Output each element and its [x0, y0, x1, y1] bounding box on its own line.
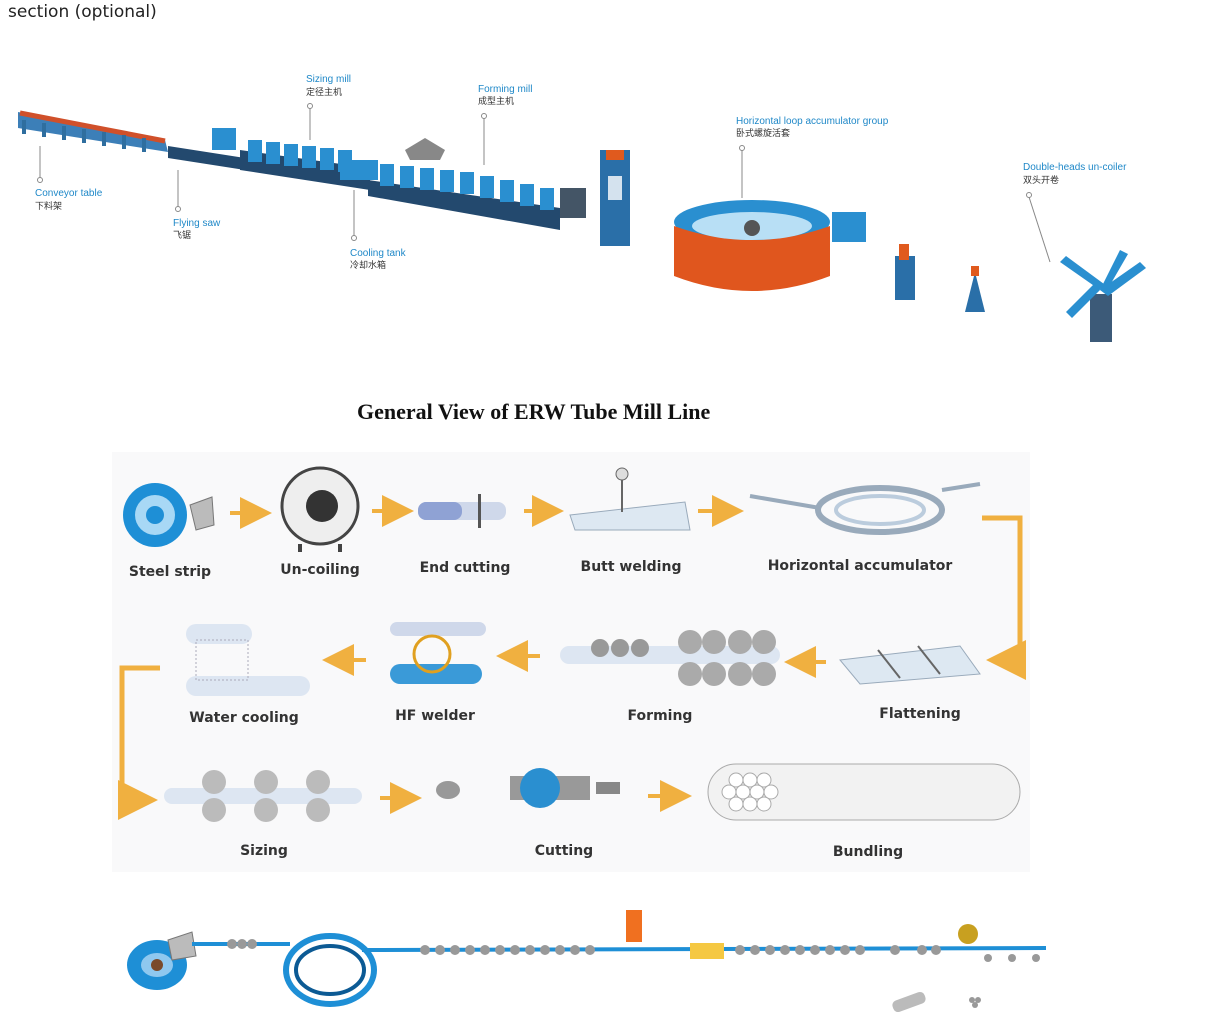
- forming-icon: [560, 630, 780, 686]
- step-forming: Forming: [628, 708, 693, 724]
- steel-strip-icon: [123, 483, 215, 547]
- callout-conveyor-table: Conveyor table: [35, 188, 103, 199]
- step-hf-welder: HF welder: [395, 708, 475, 724]
- flow-arrow-turn-right: [982, 515, 1026, 680]
- production-line-illustration: [18, 110, 1146, 342]
- step-uncoiling: Un-coiling: [280, 562, 359, 578]
- callout-loop-accumulator-cn: 卧式螺旋活套: [736, 127, 790, 139]
- flow-arrows-row3: [380, 780, 692, 814]
- hf-welder-icon: [390, 622, 486, 684]
- callout-cooling-tank: Cooling tank: [350, 248, 407, 259]
- step-cutting: Cutting: [535, 843, 593, 859]
- flow-arrows-row1: [230, 495, 744, 529]
- step-end-cutting: End cutting: [420, 560, 511, 576]
- flow-arrow-turn-left: [118, 665, 160, 820]
- callout-sizing-mill: Sizing mill: [306, 74, 351, 85]
- step-steel-strip: Steel strip: [129, 564, 211, 580]
- horizontal-accumulator-icon: [749, 482, 981, 535]
- callout-cooling-tank-cn: 冷却水箱: [350, 259, 386, 271]
- section-label: section (optional): [8, 2, 157, 22]
- butt-welding-icon: [569, 467, 691, 531]
- callout-forming-mill: Forming mill: [478, 84, 532, 95]
- callout-forming-mill-cn: 成型主机: [478, 95, 514, 107]
- cutting-icon: [436, 768, 620, 808]
- step-butt-welding: Butt welding: [581, 559, 682, 575]
- bundling-icon: [707, 763, 1021, 821]
- uncoiler-icon: [280, 466, 360, 552]
- step-bundling: Bundling: [833, 844, 903, 860]
- schematic-line: [127, 910, 1047, 1013]
- callout-double-uncoiler-cn: 双头开卷: [1023, 174, 1059, 186]
- flow-arrows-row2: [322, 640, 826, 678]
- end-cutting-icon: [418, 494, 506, 528]
- callout-double-uncoiler: Double-heads un-coiler: [1023, 162, 1127, 173]
- step-water-cooling: Water cooling: [189, 710, 298, 726]
- callout-conveyor-table-cn: 下料架: [35, 200, 62, 212]
- callout-flying-saw: Flying saw: [173, 218, 221, 229]
- callout-sizing-mill-cn: 定径主机: [306, 86, 342, 98]
- sizing-icon: [164, 770, 362, 822]
- step-horizontal-accumulator: Horizontal accumulator: [768, 558, 953, 574]
- water-cooling-icon: [186, 624, 310, 696]
- step-sizing: Sizing: [240, 843, 288, 859]
- callout-leaders: [37, 103, 1051, 263]
- flattening-icon: [839, 645, 981, 685]
- flow-title: General View of ERW Tube Mill Line: [357, 399, 711, 424]
- callout-loop-accumulator: Horizontal loop accumulator group: [736, 116, 889, 127]
- callout-flying-saw-cn: 飞锯: [173, 229, 191, 241]
- step-flattening: Flattening: [879, 706, 960, 722]
